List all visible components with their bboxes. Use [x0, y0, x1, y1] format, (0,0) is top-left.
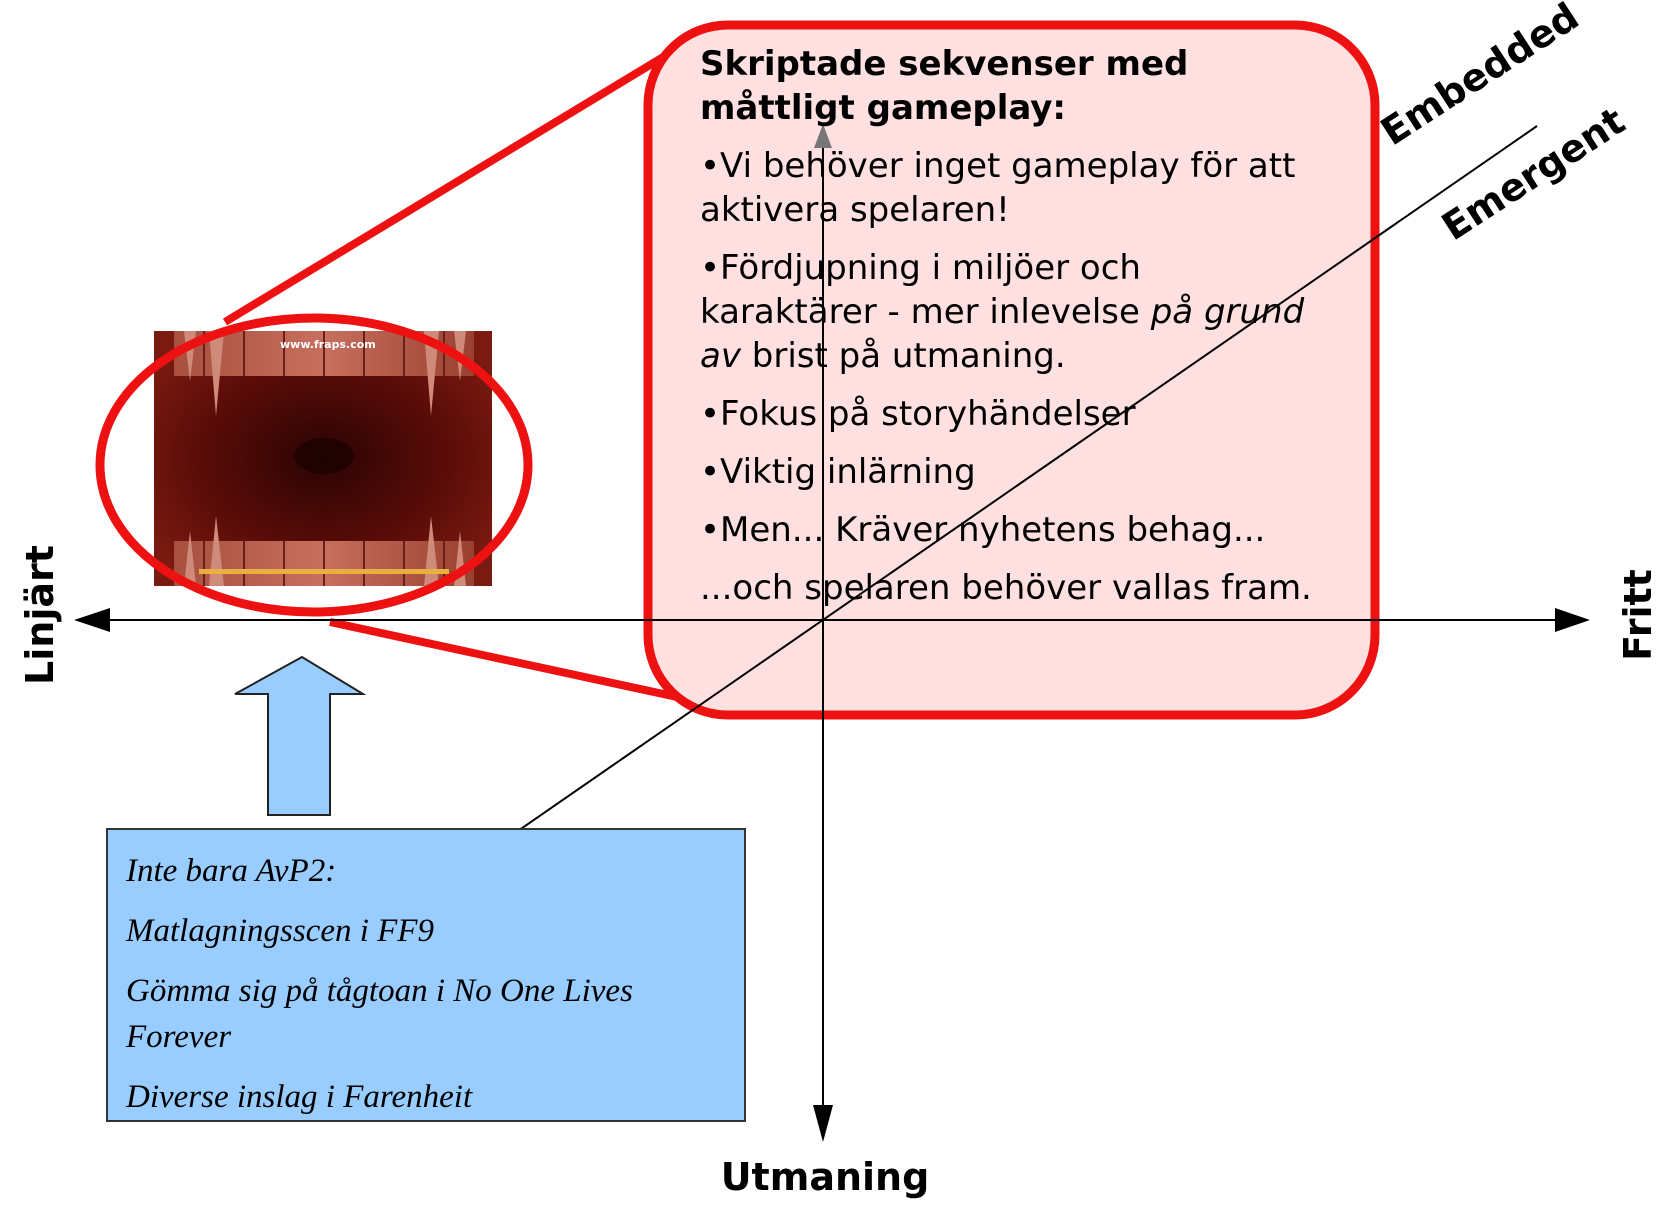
callout-item-2: •Fördjupning i miljöer och karaktärer - …: [700, 246, 1320, 378]
axis-label-right: Fritt: [1616, 569, 1660, 661]
callout-pointer-lower: [329, 618, 729, 712]
callout-item-4: •Viktig inlärning: [700, 452, 976, 492]
up-arrow: [234, 655, 367, 816]
callout-item-2-a: •Fördjupning i miljöer och karaktärer - …: [700, 248, 1151, 332]
callout-box: [643, 20, 1380, 720]
callout-text: Skriptade sekvenser med måttligt gamepla…: [700, 42, 1320, 624]
examples-line-2: Matlagningsscen i FF9: [126, 913, 434, 949]
callout-pointer-upper: [222, 38, 691, 326]
bottom-arrowhead: [813, 1105, 833, 1142]
callout-item-6: ...och spelaren behöver vallas fram.: [700, 568, 1312, 608]
examples-line-1: Inte bara AvP2:: [126, 853, 337, 889]
game-screenshot: [154, 331, 492, 586]
examples-line-3: Gömma sig på tågtoan i No One Lives Fore…: [126, 973, 633, 1055]
callout-item-3: •Fokus på storyhändelser: [700, 394, 1136, 434]
callout-item-1: •Vi behöver inget gameplay för att aktiv…: [700, 146, 1296, 230]
callout-item-2-c: brist på utmaning.: [740, 336, 1066, 376]
watermark-text: www.fraps.com: [280, 338, 376, 351]
right-arrowhead: [1555, 608, 1590, 632]
highlight-ellipse: [95, 313, 533, 617]
axis-label-bottom: Utmaning: [720, 1155, 930, 1199]
left-arrowhead: [74, 608, 110, 632]
axis-label-left: Linjärt: [18, 545, 62, 685]
callout-item-2-emphasis: på grund av: [700, 292, 1305, 376]
examples-box: Inte bara AvP2: Matlagningsscen i FF9 Gö…: [106, 828, 746, 1122]
examples-line-4: Diverse inslag i Farenheit: [126, 1079, 473, 1115]
callout-title: Skriptade sekvenser med måttligt gamepla…: [700, 44, 1189, 128]
top-arrowhead: [814, 124, 832, 148]
callout-item-5: •Men... Kräver nyhetens behag...: [700, 510, 1266, 550]
